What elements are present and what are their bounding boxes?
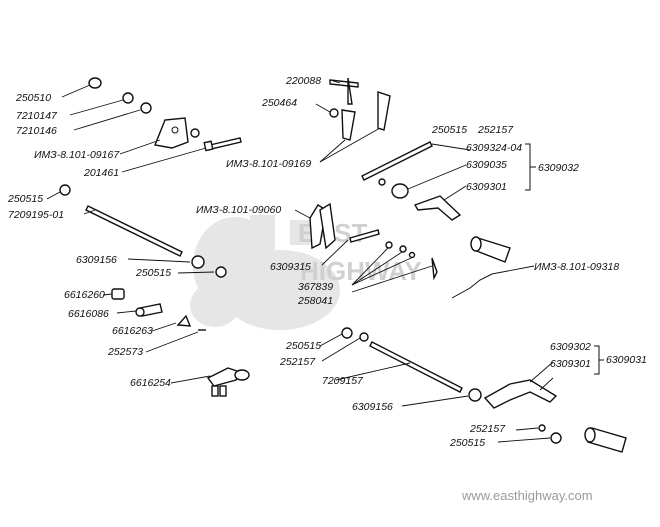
label-6309302: 6309302 [550,341,591,353]
washer-6309035 [391,183,409,199]
part-367839 [385,241,393,249]
washer-7210147 [122,92,134,104]
label-6616263: 6616263 [112,325,153,337]
nut-250510 [88,77,102,89]
washer-7210146 [140,102,152,114]
label-6309035: 6309035 [466,159,507,171]
nut-250515-mid [341,327,353,339]
label-7209157: 7209157 [322,375,364,387]
pin-6309315 [349,229,380,243]
label-250515-d: 250515 [285,340,321,352]
label-7210146: 7210146 [16,125,57,137]
washer-252157-mid [359,332,369,342]
pin-258041 [431,257,438,281]
label-imz-09060: ИМЗ-8.101-09060 [196,204,281,216]
nut-250515 [215,266,227,278]
label-6309301-b: 6309301 [550,358,591,370]
washer-6309156 [191,255,205,269]
nut-250515-left [59,184,71,196]
label-252157-a: 252157 [477,124,514,136]
group-brackets [525,143,604,375]
lever-6616254 [206,367,250,397]
watermark-url: www.easthighway.com [461,488,593,503]
label-6309301-a: 6309301 [466,181,507,193]
label-250515-c: 250515 [431,124,467,136]
label-6616254: 6616254 [130,377,171,389]
washer-252157-lower [538,424,546,432]
label-7209195-01: 7209195-01 [8,209,64,221]
label-367839: 367839 [298,281,333,293]
label-imz-09169: ИМЗ-8.101-09169 [226,158,311,170]
label-6309315: 6309315 [270,261,311,273]
label-6309031: 6309031 [606,354,647,366]
clip-6616260 [111,288,125,300]
label-250515-b: 250515 [135,267,171,279]
label-6309032: 6309032 [538,162,579,174]
label-6616086: 6616086 [68,308,109,320]
label-7210147: 7210147 [16,110,58,122]
part-6616263 [176,314,192,327]
label-250464: 250464 [261,97,297,109]
label-6309156-a: 6309156 [76,254,117,266]
nut-250464 [329,108,339,118]
label-252157-b: 252157 [279,356,316,368]
label-imz-09318: ИМЗ-8.101-09318 [534,261,619,273]
label-6309156-b: 6309156 [352,401,393,413]
part-labels: 250510 7210147 7210146 ИМЗ-8.101-09167 2… [7,75,647,449]
label-imz-09167: ИМЗ-8.101-09167 [34,149,120,161]
bracket-09169 [341,109,356,141]
lever-6309301 [413,195,462,221]
label-6616260: 6616260 [64,289,105,301]
rod-7209157 [369,341,463,393]
label-250515-a: 250515 [7,193,43,205]
label-252157-c: 252157 [469,423,506,435]
label-252573: 252573 [107,346,143,358]
rod-6309324 [361,141,433,181]
rod-7209195 [85,205,183,257]
spring-09318 [451,273,493,299]
label-250515-e: 250515 [449,437,485,449]
lever-6309302 [483,379,558,409]
washer-6309156-lower [468,388,482,402]
label-258041: 258041 [297,295,333,307]
bolt-201461 [209,137,242,150]
leader-lines [46,80,554,443]
label-250510: 250510 [15,92,51,104]
label-201461: 201461 [83,167,119,179]
nut-250515-lower [550,432,562,444]
part-drawings [59,77,627,453]
label-6309324-04: 6309324-04 [466,142,522,154]
label-220088: 220088 [285,75,321,87]
bracket-09167 [154,117,189,149]
